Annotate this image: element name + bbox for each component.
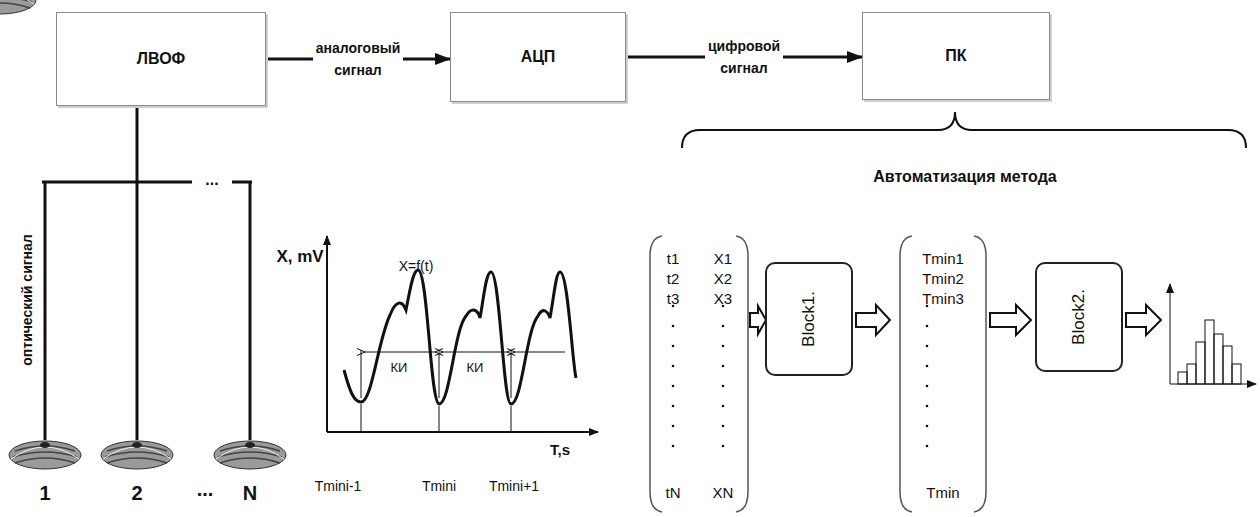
signal-chart: [327, 236, 598, 432]
optical-fibers: [42, 105, 252, 440]
text-label: Tmin1: [922, 250, 964, 267]
text-label: 1: [39, 482, 50, 505]
box-label: ПК: [945, 47, 966, 65]
box-label: Block1.: [799, 291, 819, 347]
box-label: ЛВОФ: [137, 50, 185, 68]
text-label: ...: [197, 478, 214, 501]
device-box: АЦП: [450, 12, 626, 102]
text-label: t1: [667, 250, 680, 267]
device-box: ПК: [862, 12, 1050, 100]
text-label: tN: [666, 484, 681, 501]
text-label: Tmini+1: [489, 478, 539, 494]
process-block: Block2.: [1035, 262, 1123, 372]
text-label: T,s: [550, 441, 570, 458]
box-label: Block2.: [1069, 289, 1089, 345]
text-label: Tmini: [422, 478, 456, 494]
text-label: t3: [667, 290, 680, 307]
text-label: 2: [131, 482, 142, 505]
text-label: X2: [714, 270, 732, 287]
process-block: Block1.: [765, 262, 853, 376]
matrix-brackets: [650, 236, 986, 512]
text-label: X=f(t): [399, 258, 434, 274]
text-label: Tmin2: [922, 270, 964, 287]
text-label: Tmini-1: [315, 478, 362, 494]
brace: [682, 112, 1246, 148]
text-label: X1: [714, 250, 732, 267]
text-label: X, mV: [276, 247, 323, 267]
text-label: Автоматизация метода: [873, 168, 1056, 186]
text-label: N: [243, 482, 257, 505]
text-label: ...: [205, 171, 218, 189]
edge-label: аналоговый сигнал: [313, 37, 404, 81]
text-label: XN: [713, 484, 734, 501]
text-label: Tmin: [926, 484, 959, 501]
text-label: оптический сигнал: [19, 234, 35, 365]
text-label: X3: [714, 290, 732, 307]
box-label: АЦП: [521, 48, 556, 66]
edge-label: цифровой сигнал: [705, 35, 783, 79]
text-label: КИ: [391, 360, 408, 375]
text-label: t2: [667, 270, 680, 287]
text-label: Tmin3: [922, 290, 964, 307]
device-box: ЛВОФ: [56, 12, 266, 106]
mussel-icons: [0, 0, 36, 14]
text-label: КИ: [467, 360, 484, 375]
histogram: [1170, 284, 1256, 384]
